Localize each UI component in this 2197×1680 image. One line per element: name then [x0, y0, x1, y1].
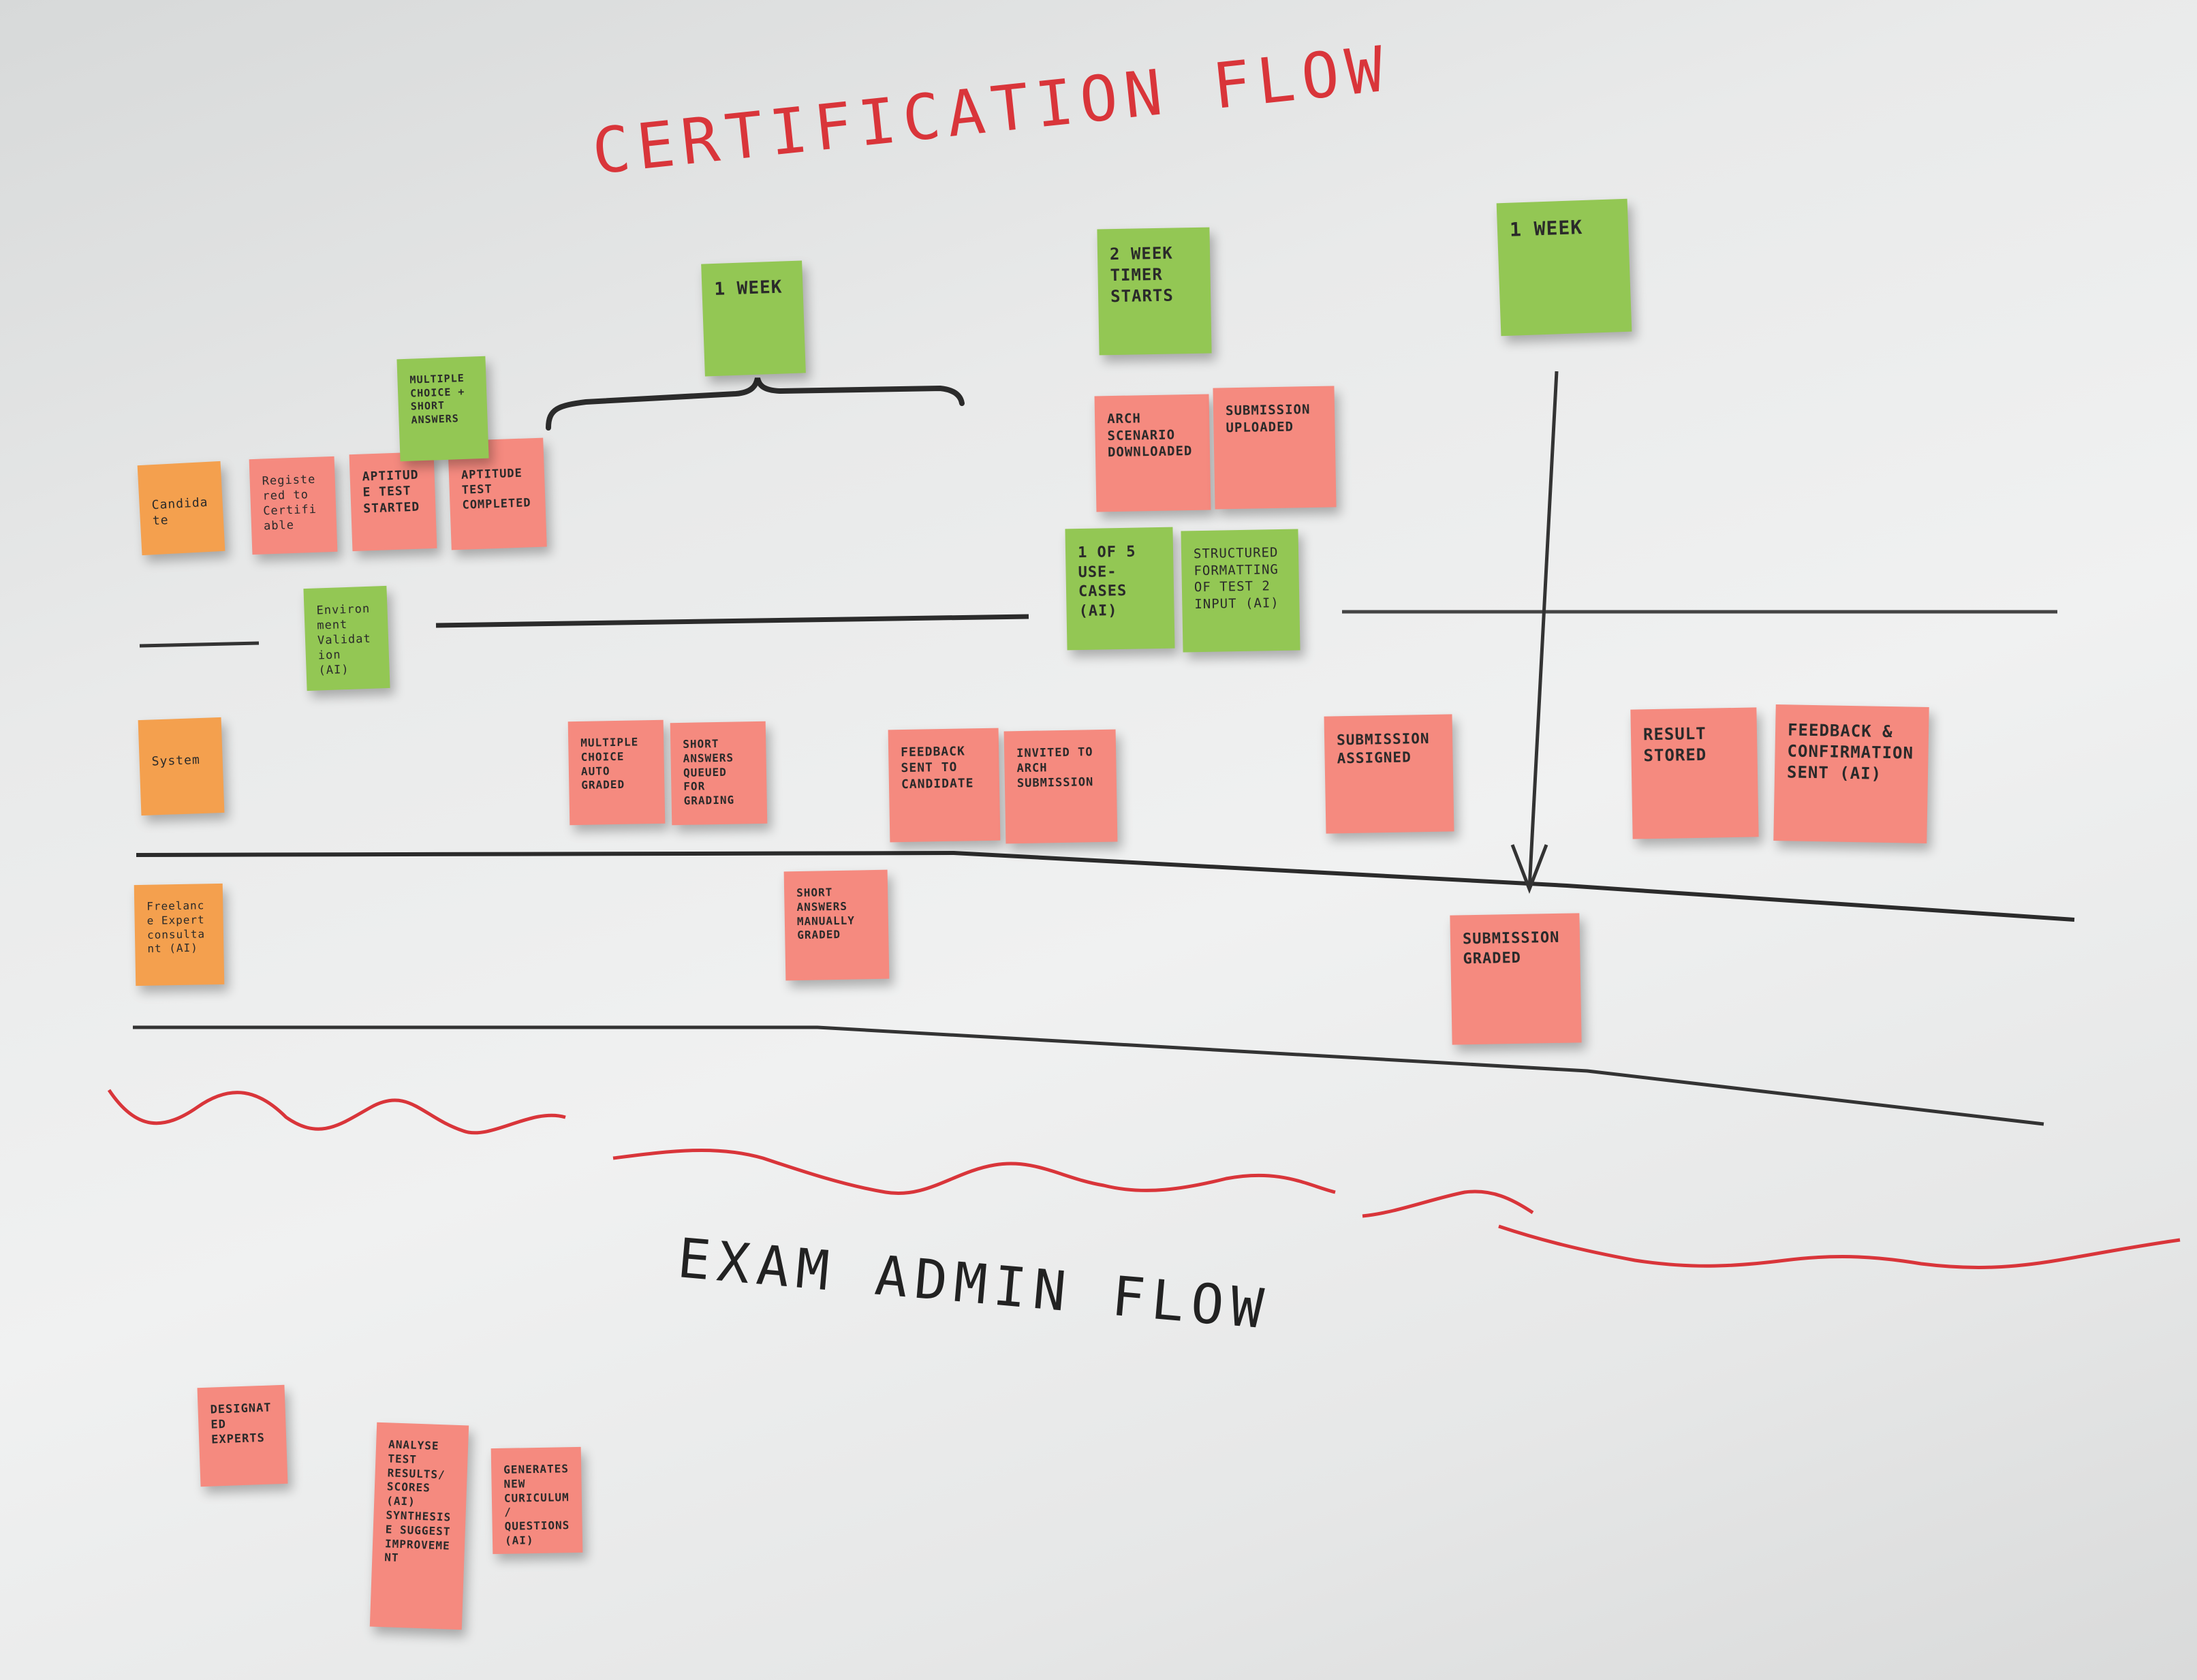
timer-1-week-b: 1 WEEK [1496, 198, 1632, 337]
note-result-stored: RESULT STORED [1630, 707, 1759, 839]
timer-2-week: 2 WEEK TIMER STARTS [1097, 227, 1212, 356]
note-mc-autograded: MULTIPLE CHOICE AUTO GRADED [567, 719, 666, 826]
week-arrow-head [1510, 844, 1548, 894]
lane-label-expert: Freelance Expert consultant (AI) [134, 883, 225, 986]
note-short-manual: SHORT ANSWERS MANUALLY GRADED [783, 869, 890, 981]
note-multiple-choice-short: MULTIPLE CHOICE + SHORT ANSWERS [396, 356, 489, 462]
note-feedback-sent: FEEDBACK SENT TO CANDIDATE [888, 728, 1001, 843]
note-analyse-results: ANALYSE TEST RESULTS/ SCORES (AI) SYNTHE… [369, 1422, 469, 1630]
note-submission-uploaded: SUBMISSION UPLOADED [1213, 386, 1337, 510]
lane-label-designated-experts: DESIGNATED EXPERTS [197, 1384, 288, 1487]
note-invited-arch: INVITED TO ARCH SUBMISSION [1003, 729, 1118, 844]
wavy-divider-1 [107, 1089, 566, 1135]
timer-1-week-a: 1 WEEK [701, 260, 806, 377]
wavy-divider-4 [1498, 1224, 2181, 1269]
week-arrow-shaft [1527, 371, 1559, 890]
lane-line-1a [139, 641, 260, 648]
lane-label-system: System [138, 717, 225, 816]
note-aptitude-started: APTITUDE TEST STARTED [349, 451, 437, 552]
lane-line-3 [133, 1025, 2044, 1126]
note-submission-assigned: SUBMISSION ASSIGNED [1324, 714, 1454, 834]
lane-label-candidate: Candidate [137, 461, 225, 556]
lane-line-1b [435, 614, 1029, 628]
note-registered: Registered to Certifiable [249, 456, 338, 555]
week-bracket [546, 377, 965, 431]
wavy-divider-3 [1362, 1189, 1534, 1218]
note-short-queued: SHORT ANSWERS QUEUED FOR GRADING [670, 721, 768, 826]
note-generates-curriculum: GENERATES NEW CURICULUM/ QUESTIONS (AI) [490, 1446, 583, 1555]
note-one-of-five: 1 OF 5 USE-CASES (AI) [1065, 527, 1175, 651]
note-feedback-confirmation: FEEDBACK & CONFIRMATION SENT (AI) [1773, 704, 1929, 843]
note-structured-formatting: STRUCTURED FORMATTING OF TEST 2 INPUT (A… [1181, 529, 1300, 653]
lane-line-2 [136, 850, 2075, 922]
note-submission-graded: SUBMISSION GRADED [1450, 913, 1582, 1045]
note-environment-validation: Environment Validation (AI) [303, 585, 390, 691]
wavy-divider-2 [612, 1148, 1336, 1195]
note-arch-downloaded: ARCH SCENARIO DOWNLOADED [1094, 394, 1211, 512]
